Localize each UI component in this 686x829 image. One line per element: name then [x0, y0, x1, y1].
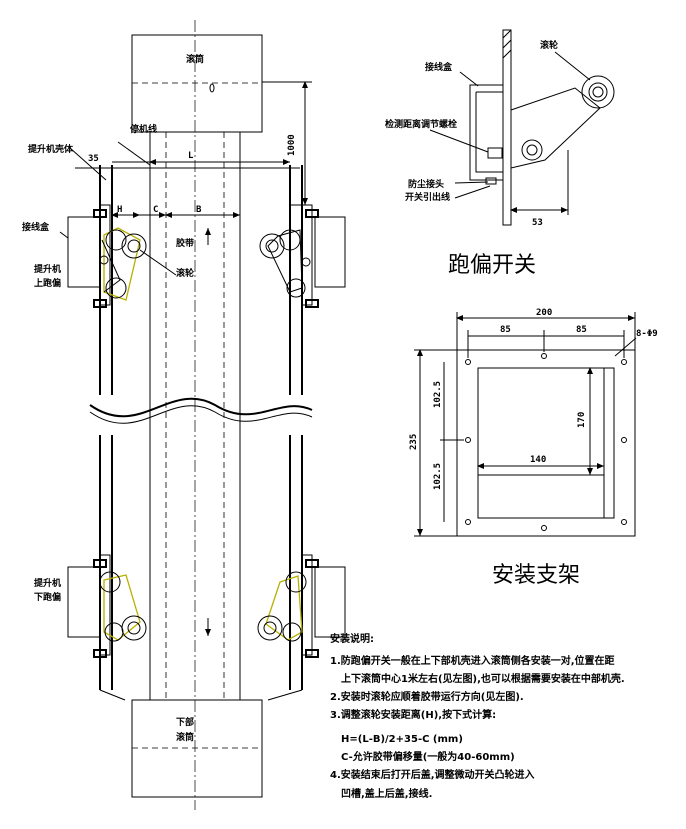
note-3: 3.调整滚轮安装距离(H),按下式计算:	[330, 708, 496, 721]
dim-H: H	[117, 205, 122, 215]
dim-53: 53	[532, 218, 543, 228]
c-definition: C-允许胶带偏移量(一般为40-60mm)	[341, 750, 515, 763]
mounting-bracket	[414, 312, 637, 537]
top-drum	[131, 20, 263, 140]
upper-left-switch	[67, 204, 147, 308]
junction-box-label: 接线盒	[22, 221, 50, 233]
lower-left-switch	[67, 554, 147, 658]
holes-spec: 8-Φ9	[636, 329, 658, 339]
stop-line-label: 停机线	[130, 123, 157, 135]
note-2: 2.安装时滚轮应顺着胶带运行方向(见左图).	[330, 690, 524, 703]
dim-235: 235	[409, 434, 419, 450]
break-line	[89, 397, 313, 418]
detail-junction-box-label: 接线盒	[425, 61, 453, 73]
roller-label: 滚轮	[176, 267, 194, 279]
bottom-drum-label-2: 滚筒	[176, 731, 194, 743]
detail-roller-label: 滚轮	[540, 39, 558, 51]
dim-1000: 1000	[287, 134, 297, 156]
adjust-bolt-label: 检测距离调节螺栓	[385, 118, 457, 130]
upper-right-switch	[259, 204, 346, 308]
dust-joint-label: 防尘接头	[408, 178, 444, 190]
notes-heading: 安装说明:	[330, 632, 374, 645]
dim-102-5-top: 102.5	[433, 381, 443, 408]
lower-switch-label-1: 提升机	[34, 577, 61, 589]
bracket-title: 安装支架	[492, 563, 580, 588]
bottom-drum	[131, 699, 263, 798]
elevator-elevation: 滚筒 下部 滚筒	[22, 20, 346, 810]
cable-outlet-label: 开关引出线	[405, 191, 450, 203]
dim-B: B	[196, 205, 202, 215]
note-1b: 上下滚筒中心1米左右(见左图),也可以根据需要安装在中部机壳.	[341, 672, 625, 685]
upper-switch-label-2: 上跑偏	[34, 277, 61, 289]
dim-85-left: 85	[500, 325, 511, 335]
formula: H=(L-B)/2+35-C (mm)	[341, 734, 463, 745]
switch-detail	[429, 29, 615, 226]
dim-140: 140	[530, 455, 546, 465]
casing-walls	[99, 165, 303, 701]
casing-label: 提升机壳体	[28, 143, 74, 155]
dim-L: L	[188, 151, 194, 161]
dim-35: 35	[88, 154, 99, 164]
installation-notes: 安装说明: 1.防跑偏开关一般在上下部机壳进入滚筒侧各安装一对,位置在距 上下滚…	[330, 632, 625, 800]
note-4a: 4.安装结束后打开后盖,调整微动开关凸轮进入	[330, 768, 535, 781]
belt-label: 胶带	[176, 237, 194, 249]
bracket-holes	[465, 353, 627, 531]
dim-102-5-bottom: 102.5	[433, 463, 443, 490]
dim-C: C	[153, 205, 158, 215]
note-4b: 凹槽,盖上后盖,接线.	[341, 787, 432, 800]
left-dimensions	[59, 81, 312, 276]
bottom-drum-label-1: 下部	[176, 716, 194, 728]
dim-170: 170	[577, 412, 587, 428]
lower-right-switch	[257, 554, 346, 658]
switch-detail-title: 跑偏开关	[448, 253, 536, 278]
note-1a: 1.防跑偏开关一般在上下部机壳进入滚筒侧各安装一对,位置在距	[330, 654, 615, 667]
lower-switch-label-2: 下跑偏	[34, 591, 61, 603]
top-drum-label: 滚筒	[186, 53, 204, 65]
upper-switch-label-1: 提升机	[34, 263, 61, 275]
dim-200: 200	[536, 308, 552, 318]
dim-85-right: 85	[576, 325, 587, 335]
